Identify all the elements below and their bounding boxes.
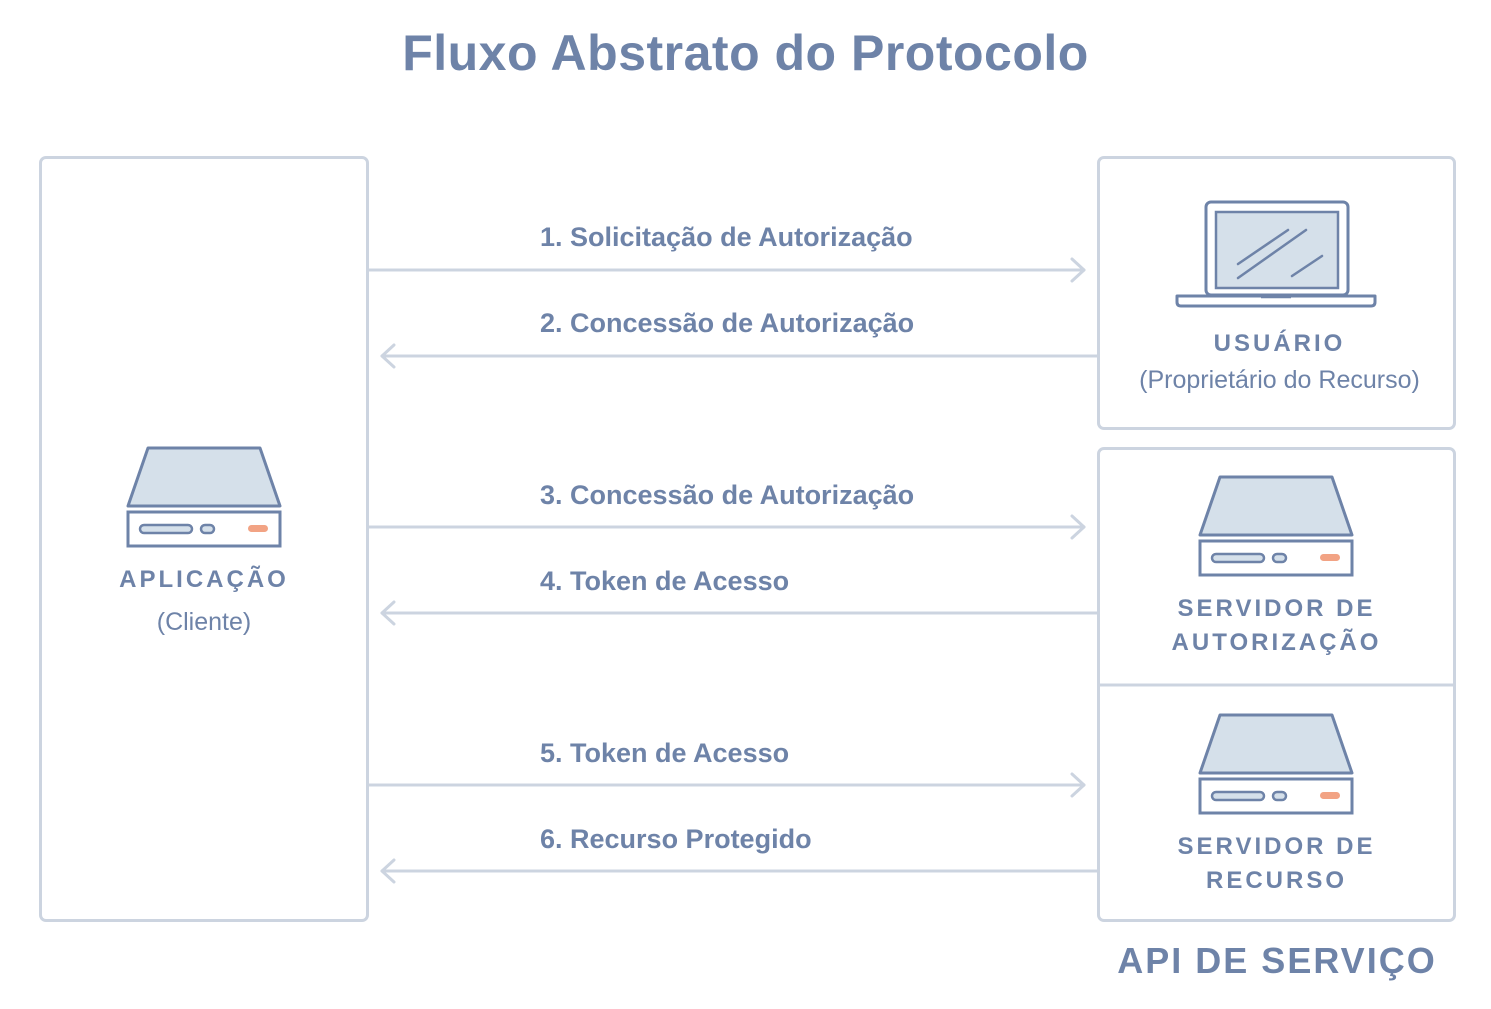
arrow-4 [380,600,1099,626]
user-subtitle: (Proprietário do Recurso) [1139,366,1420,394]
resource-server-line2: RECURSO [1205,867,1347,894]
step-2-label: 2. Concessão de Autorização [540,308,915,338]
arrow-3 [367,514,1086,540]
arrow-2 [380,343,1099,369]
auth-server-line2: AUTORIZAÇÃO [1171,629,1382,656]
client-name: APLICAÇÃO [119,566,289,593]
user-name: USUÁRIO [1213,330,1346,357]
arrow-5 [367,772,1086,798]
laptop-icon [1175,200,1377,308]
step-3-label: 3. Concessão de Autorização [540,480,915,510]
step-4-label: 4. Token de Acesso [540,566,790,596]
resource-server-icon [1198,713,1354,815]
arrow-1 [367,257,1086,283]
step-1-label: 1. Solicitação de Autorização [540,222,913,252]
resource-server-line1: SERVIDOR DE [1177,833,1376,860]
client-server-icon [126,446,282,548]
auth-server-icon [1198,475,1354,577]
diagram-title: Fluxo Abstrato do Protocolo [402,25,1089,81]
service-api-label: API DE SERVIÇO [1117,940,1437,981]
step-6-label: 6. Recurso Protegido [540,824,812,854]
arrow-6 [380,858,1099,884]
client-subtitle: (Cliente) [156,608,252,636]
auth-server-line1: SERVIDOR DE [1177,595,1376,622]
step-5-label: 5. Token de Acesso [540,738,790,768]
